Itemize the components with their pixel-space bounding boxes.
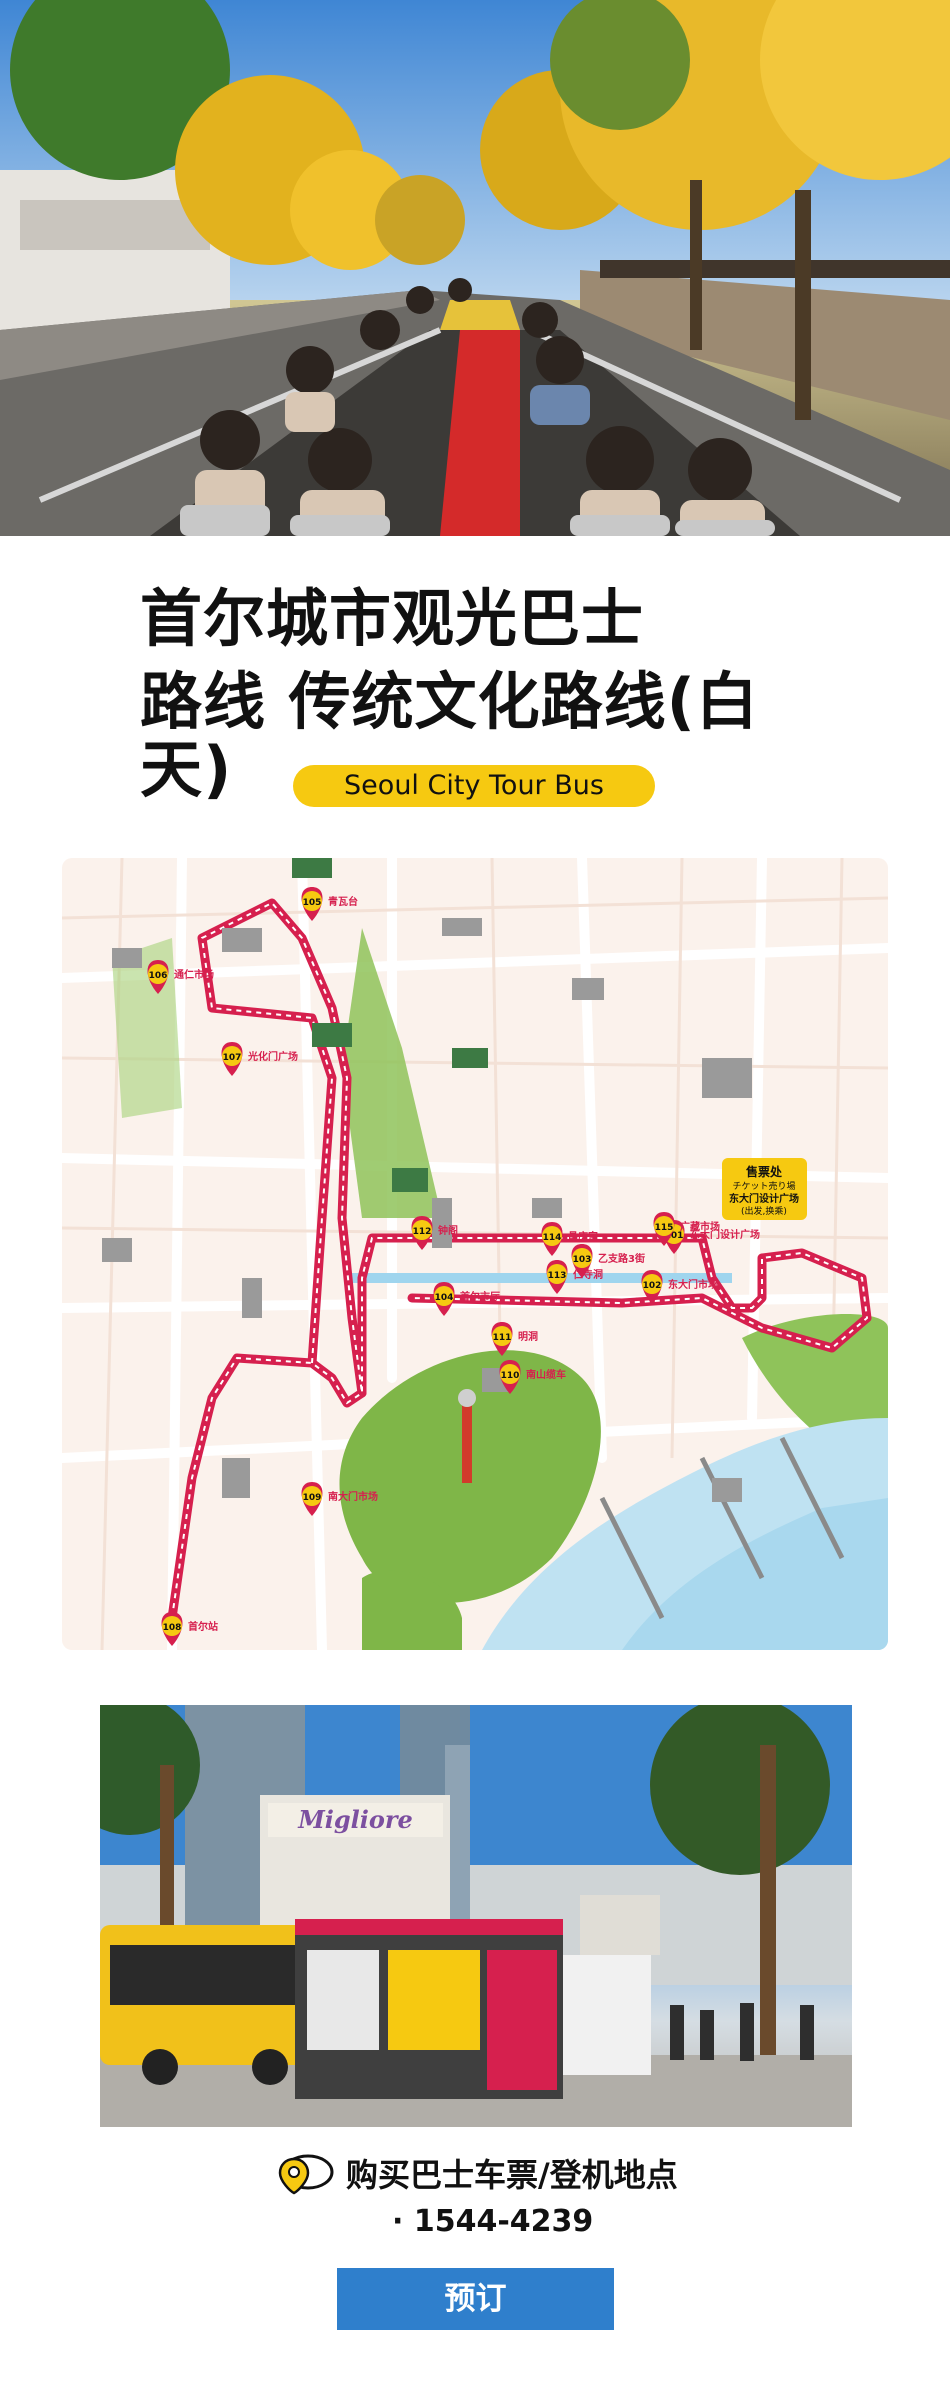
map-stop-107: 107 光化门广场 xyxy=(221,1042,298,1076)
map-stop-113: 113 仁寺洞 xyxy=(546,1260,603,1294)
map-stop-number: 113 xyxy=(548,1271,567,1281)
hero-photo xyxy=(0,0,950,536)
map-stop-104: 104 首尔市厅 xyxy=(433,1282,500,1316)
ticket-office-photo: Migliore xyxy=(100,1705,852,2127)
map-stop-label: 通仁市场 xyxy=(174,968,214,981)
location-chat-icon xyxy=(278,2154,334,2195)
map-stop-number: 104 xyxy=(435,1293,454,1303)
map-stop-number: 111 xyxy=(493,1333,512,1343)
page-title-line1: 首尔城市观光巴士 xyxy=(140,582,645,655)
map-stop-label: 南大门市场 xyxy=(328,1490,378,1503)
ticket-box-text: (出发,换乘) xyxy=(741,1205,787,1217)
map-stop-label: 乙支路3街 xyxy=(598,1252,645,1265)
map-stop-label: 昌庆宫 xyxy=(568,1230,598,1243)
map-stop-number: 102 xyxy=(643,1281,662,1291)
phone-number: · 1544-4239 xyxy=(392,2204,594,2239)
map-stop-label: 光化门广场 xyxy=(247,1050,298,1063)
map-stop-112: 112 钟阁 xyxy=(411,1216,458,1250)
map-stop-label: 仁寺洞 xyxy=(573,1268,603,1281)
map-stop-number: 108 xyxy=(163,1623,182,1633)
map-stop-label: 首尔市厅 xyxy=(460,1290,500,1303)
map-stop-103: 103 乙支路3街 xyxy=(571,1244,645,1278)
migliore-sign: Migliore xyxy=(268,1803,443,1837)
book-button[interactable]: 预订 xyxy=(337,2268,614,2330)
map-stop-number: 110 xyxy=(501,1371,520,1381)
map-stop-number: 101 xyxy=(665,1231,684,1241)
ticket-box-text: 售票处 xyxy=(746,1164,783,1179)
map-stop-label: 明洞 xyxy=(518,1330,538,1343)
map-stop-108: 108 首尔站 xyxy=(161,1612,218,1646)
map-stop-number: 112 xyxy=(413,1227,432,1237)
map-stop-label: 东大门市场 xyxy=(668,1278,718,1291)
map-stop-106: 106 通仁市场 xyxy=(147,960,214,994)
map-stop-number: 107 xyxy=(223,1053,242,1063)
map-stop-number: 105 xyxy=(303,898,322,908)
map-stop-105: 105 青瓦台 xyxy=(301,887,358,921)
map-stop-111: 111 明洞 xyxy=(491,1322,538,1356)
map-stop-115: 115 广藏市场 xyxy=(653,1212,720,1246)
map-stop-label: 南山缆车 xyxy=(526,1368,566,1381)
map-stop-114: 114 昌庆宫 xyxy=(541,1222,598,1256)
map-stop-label: 广藏市场 xyxy=(680,1220,720,1233)
map-stop-number: 114 xyxy=(543,1233,562,1243)
page-title-line2: 路线 传统文化路线(白天) xyxy=(140,665,759,807)
map-stop-number: 115 xyxy=(655,1223,674,1233)
subtitle-badge: Seoul City Tour Bus xyxy=(293,765,655,807)
map-stop-110: 110 南山缆车 xyxy=(499,1360,566,1394)
map-stop-label: 钟阁 xyxy=(438,1224,458,1237)
map-stop-number: 103 xyxy=(573,1255,592,1265)
map-stop-label: 首尔站 xyxy=(188,1620,218,1633)
map-stop-number: 109 xyxy=(303,1493,322,1503)
map-stop-109: 109 南大门市场 xyxy=(301,1482,378,1516)
map-stop-number: 106 xyxy=(149,971,168,981)
map-stop-102: 102 东大门市场 xyxy=(641,1270,718,1304)
ticket-location-label: 购买巴士车票/登机地点 xyxy=(346,2156,678,2194)
ticket-info: 购买巴士车票/登机地点 xyxy=(268,2150,678,2196)
map-stop-label: 东大门设计广场 xyxy=(690,1228,760,1241)
ticket-box-text: チケット売り場 xyxy=(732,1180,795,1192)
ticket-box-text: 东大门设计广场 xyxy=(729,1192,799,1205)
map-stop-label: 青瓦台 xyxy=(328,895,358,908)
